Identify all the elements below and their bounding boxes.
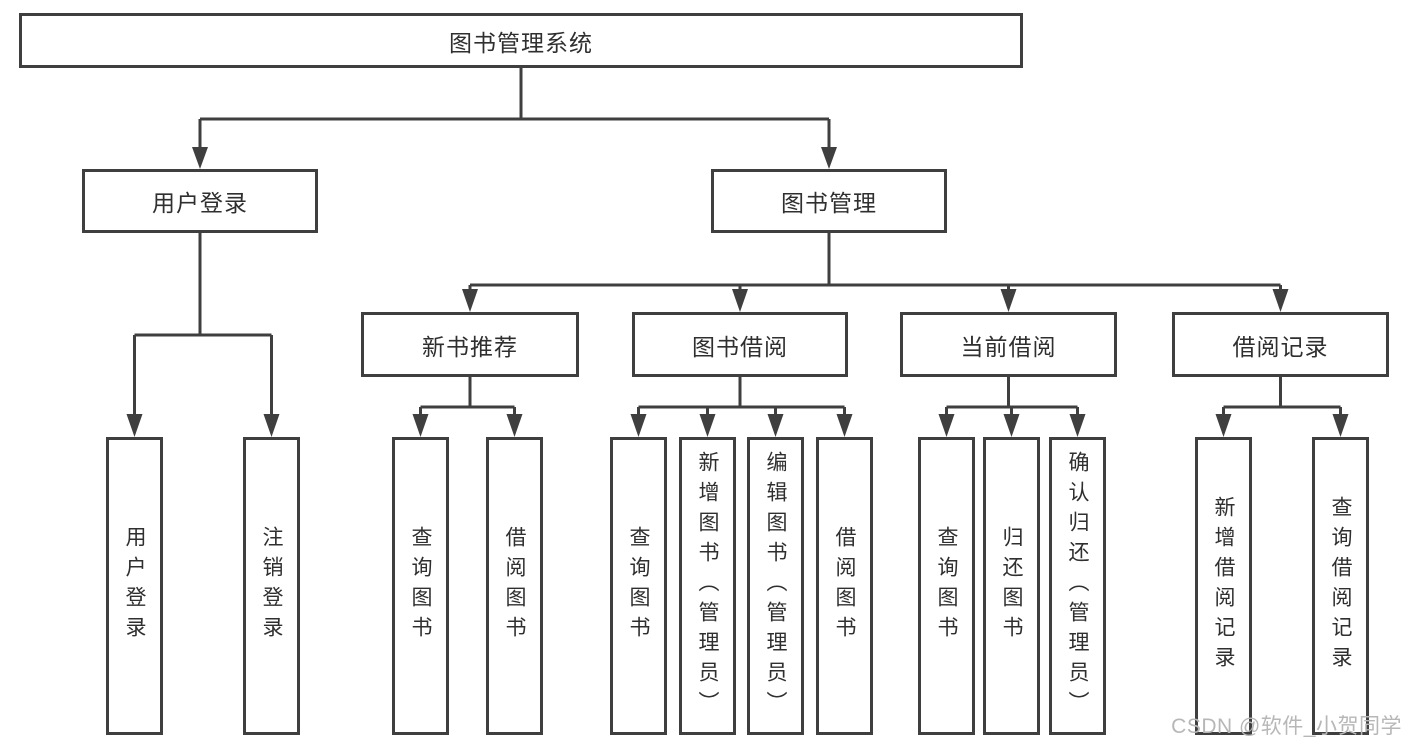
node-label: 图书借阅 bbox=[692, 333, 788, 360]
leaf-label: 查询图书 bbox=[935, 526, 959, 646]
leaf-query-books-current: 查询图书 bbox=[918, 437, 975, 735]
leaf-label: 查询借阅记录 bbox=[1329, 496, 1353, 676]
node-label: 用户登录 bbox=[152, 190, 248, 216]
leaf-label: 确认归还（管理员） bbox=[1066, 451, 1090, 721]
leaf-query-books-recommend: 查询图书 bbox=[392, 437, 449, 735]
connector-borrowing-to-leaves bbox=[637, 377, 846, 416]
leaf-query-books-borrowing: 查询图书 bbox=[610, 437, 667, 735]
leaf-add-borrow-record: 新增借阅记录 bbox=[1195, 437, 1252, 735]
leaf-label: 注销登录 bbox=[260, 526, 284, 646]
node-label: 图书管理 bbox=[781, 190, 877, 216]
leaf-query-borrow-record: 查询借阅记录 bbox=[1312, 437, 1369, 735]
leaf-label: 查询图书 bbox=[409, 526, 433, 646]
arrowheads bbox=[126, 147, 1349, 437]
node-library-management-system: 图书管理系统 bbox=[19, 13, 1023, 68]
node-borrowing-records: 借阅记录 bbox=[1172, 312, 1389, 377]
connector-bookmgmt-to-level3 bbox=[468, 233, 1282, 291]
connector-records-to-leaves bbox=[1222, 377, 1342, 416]
node-book-borrowing: 图书借阅 bbox=[632, 312, 848, 377]
connector-root-to-level2 bbox=[198, 68, 831, 149]
leaf-add-book-admin: 新增图书（管理员） bbox=[679, 437, 736, 735]
leaf-user-login: 用户登录 bbox=[106, 437, 163, 735]
csdn-watermark: CSDN @软件_小贺同学 bbox=[1171, 715, 1402, 738]
leaf-label: 新增图书（管理员） bbox=[696, 451, 720, 721]
leaf-confirm-return-admin: 确认归还（管理员） bbox=[1049, 437, 1106, 735]
leaf-label: 借阅图书 bbox=[503, 526, 527, 646]
leaf-label: 查询图书 bbox=[627, 526, 651, 646]
leaf-return-books: 归还图书 bbox=[983, 437, 1040, 735]
leaf-label: 编辑图书（管理员） bbox=[764, 451, 788, 721]
connector-current-to-leaves bbox=[945, 377, 1079, 416]
leaf-logout: 注销登录 bbox=[243, 437, 300, 735]
node-label: 借阅记录 bbox=[1232, 333, 1329, 360]
node-label: 图书管理系统 bbox=[449, 29, 593, 56]
leaf-label: 新增借阅记录 bbox=[1212, 496, 1236, 676]
leaf-label: 归还图书 bbox=[1000, 526, 1024, 646]
node-new-book-recommendation: 新书推荐 bbox=[361, 312, 579, 377]
node-user-login: 用户登录 bbox=[82, 169, 318, 233]
connector-recommend-to-leaves bbox=[419, 377, 516, 416]
node-book-management: 图书管理 bbox=[711, 169, 947, 233]
leaf-borrow-books-borrowing: 借阅图书 bbox=[816, 437, 873, 735]
connector-userlogin-to-leaves bbox=[133, 233, 273, 416]
node-label: 当前借阅 bbox=[960, 333, 1057, 360]
node-label: 新书推荐 bbox=[422, 333, 518, 360]
leaf-label: 用户登录 bbox=[123, 526, 147, 646]
leaf-borrow-books-recommend: 借阅图书 bbox=[486, 437, 543, 735]
leaf-label: 借阅图书 bbox=[833, 526, 857, 646]
leaf-edit-book-admin: 编辑图书（管理员） bbox=[747, 437, 804, 735]
node-current-borrowing: 当前借阅 bbox=[900, 312, 1117, 377]
